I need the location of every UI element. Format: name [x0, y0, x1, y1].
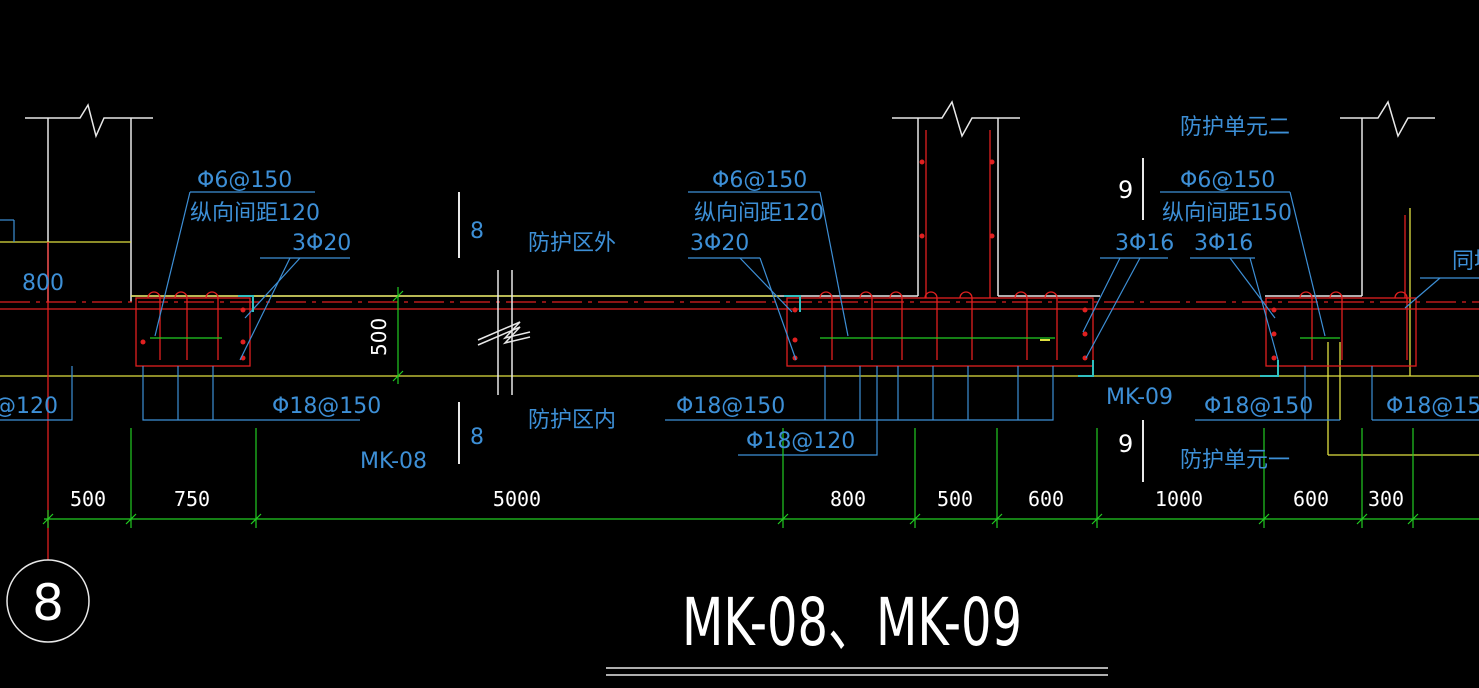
section-9-bottom: 9 — [1118, 430, 1133, 458]
label-outside: 防护区外 — [528, 231, 616, 256]
label-mk09: MK-09 — [1106, 385, 1173, 410]
dim-text: 500 — [70, 487, 106, 511]
dim-text: 1000 — [1155, 487, 1203, 511]
label-800-vertical: 800 — [22, 271, 64, 296]
label-spacing120-mid: 纵向间距120 — [694, 201, 824, 226]
label-phi18-150-mid: Φ18@150 — [676, 394, 785, 419]
drawing-title: MK-08、MK-09 — [682, 584, 1022, 661]
label-inside: 防护区内 — [528, 408, 616, 433]
label-3phi20-mid: 3Φ20 — [690, 231, 749, 256]
section-8-top: 8 — [470, 219, 484, 244]
label-3phi20-left: 3Φ20 — [292, 231, 351, 256]
dim-text: 800 — [830, 487, 866, 511]
label-unit1: 防护单元一 — [1180, 448, 1290, 473]
label-at120-left: @120 — [0, 394, 58, 419]
axis-bubble: 8 — [6, 559, 90, 643]
label-phi6-150-right: Φ6@150 — [1180, 168, 1275, 193]
dim-text: 500 — [937, 487, 973, 511]
rebar-dots — [140, 159, 1277, 361]
label-500-vertical: 500 — [367, 318, 391, 356]
section-9-top: 9 — [1118, 176, 1133, 204]
section-lines — [458, 158, 1144, 482]
label-phi18-120-mid: Φ18@120 — [746, 429, 855, 454]
rebar — [0, 130, 1479, 560]
dim-text: 600 — [1293, 487, 1329, 511]
label-phi18-150-left: Φ18@150 — [272, 394, 381, 419]
label-spacing120-left: 纵向间距120 — [190, 201, 320, 226]
label-phi6-150-left: Φ6@150 — [197, 168, 292, 193]
label-mk08: MK-08 — [360, 449, 427, 474]
label-unit2: 防护单元二 — [1180, 115, 1290, 140]
label-spacing150-right: 纵向间距150 — [1162, 201, 1292, 226]
label-3phi16-a: 3Φ16 — [1115, 231, 1174, 256]
label-phi6-150-mid: Φ6@150 — [712, 168, 807, 193]
section-8-bottom: 8 — [470, 425, 484, 450]
break-symbol — [477, 270, 531, 395]
label-phi18-150-right: Φ18@150 — [1204, 394, 1313, 419]
dim-text: 750 — [174, 487, 210, 511]
label-tongqiang: 同墙 — [1452, 249, 1479, 274]
dim-text: 5000 — [493, 487, 541, 511]
label-3phi16-b: 3Φ16 — [1194, 231, 1253, 256]
axis-label: 8 — [32, 574, 64, 632]
dimension-lines — [42, 287, 1479, 528]
yellow-lines — [0, 208, 1479, 456]
dim-text: 300 — [1368, 487, 1404, 511]
leader-lines — [0, 191, 1479, 456]
dim-text: 600 — [1028, 487, 1064, 511]
title-underline — [606, 667, 1108, 676]
label-phi18-150-far: Φ18@150 — [1386, 394, 1479, 419]
angle-steel — [238, 295, 1279, 377]
